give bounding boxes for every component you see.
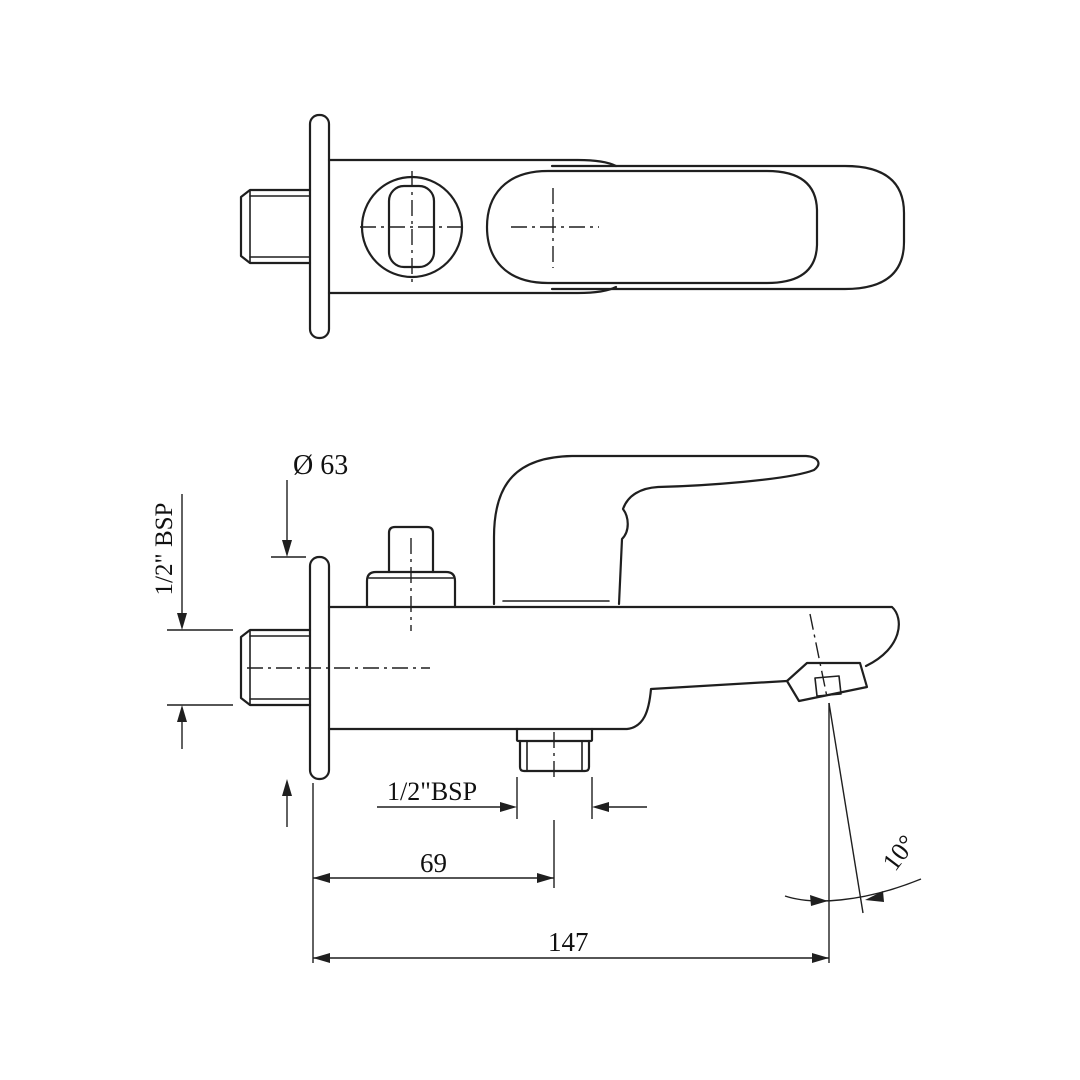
dim-angle-arc [784, 878, 922, 902]
top-view [239, 113, 906, 340]
dim-flange-arrow-bottom [282, 779, 292, 796]
front-inlet-nipple-outline [239, 628, 312, 707]
dim-angle-label: 10° [877, 830, 922, 877]
front-spout-tip-centerline [809, 613, 828, 698]
dim-outlet-thread-label: 1/2"BSP [387, 777, 477, 806]
dim-angle-tilted-line [828, 702, 864, 914]
dim-inlet-thread-label: 1/2" BSP [151, 503, 178, 596]
dim-69-label: 69 [420, 848, 447, 878]
dim-147-arrow-right [812, 953, 829, 963]
front-spout-tip-box [785, 661, 869, 703]
top-wall-flange [308, 113, 331, 340]
dimension-annotations: Ø 63 1/2" BSP 1/2"BSP [151, 450, 922, 963]
dim-flange-diameter-label: Ø 63 [293, 450, 348, 481]
dim-angle-arrow-right [865, 891, 884, 902]
front-view [239, 454, 900, 781]
top-inlet-nipple-outline [239, 188, 312, 265]
dim-outlet-center-from-wall: 69 [312, 783, 555, 963]
top-handle-outer-contour [550, 164, 906, 291]
dim-inlet-thread: 1/2" BSP [151, 494, 233, 749]
front-body-top-edge-and-nose [327, 605, 900, 668]
dim-spout-reach: 147 [313, 703, 830, 963]
front-body-bottom-edge-and-underside [327, 679, 789, 731]
dim-outlet-arrow-left [500, 802, 517, 812]
front-spout-tip-notch [814, 675, 842, 697]
dim-69-arrow-left [313, 873, 330, 883]
dim-69-arrow-right [537, 873, 554, 883]
dim-angle-arrow-left [810, 895, 828, 906]
front-top-outlet-stem [387, 525, 435, 574]
dim-outlet-arrow-right [592, 802, 609, 812]
dim-outlet-thread: 1/2"BSP [377, 777, 647, 819]
dim-inlet-arrow-top [177, 613, 187, 630]
top-body-top-edge [327, 158, 618, 168]
dim-flange-arrow-top [282, 540, 292, 557]
top-handle-lever-contour [485, 169, 819, 285]
front-handle-outline [492, 454, 820, 606]
dim-spout-angle: 10° [784, 702, 922, 914]
dim-147-arrow-left [313, 953, 330, 963]
dim-147-label: 147 [548, 927, 589, 957]
dim-inlet-arrow-bottom [177, 705, 187, 722]
dim-flange-diameter: Ø 63 [271, 450, 348, 827]
